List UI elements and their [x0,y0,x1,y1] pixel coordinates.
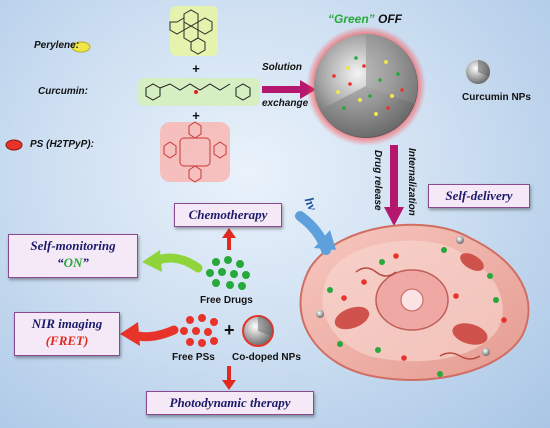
plus-sign: + [224,320,235,340]
chemotherapy-arrow [222,228,236,250]
nir-imaging-box: NIR imaging (FRET) [14,312,120,356]
curcumin-nps-label: Curcumin NPs [462,92,531,103]
perylene-label: Perylene: [34,40,80,51]
light-arrow [295,211,336,255]
on-word: ON [63,255,83,270]
green-off-label: “Green” OFF [328,12,402,26]
internalization-arrow [384,145,404,226]
on-quote-close: ” [82,255,89,270]
curcumin-nanoparticle-icon [306,26,426,146]
porphyrin-molecule-icon [160,121,230,183]
free-drugs-cluster [206,256,250,290]
small-nanoparticle-icon [466,59,491,84]
nir-imaging-title: NIR imaging [31,316,103,331]
self-monitoring-box: Self-monitoring “ON” [8,234,138,278]
fret-label: (FRET) [45,333,89,348]
codoped-nanoparticle-icon [242,315,274,347]
on-quote-open: “ [57,255,64,270]
nir-imaging-arrow [120,322,179,346]
drug-release-label: Drug release [372,150,383,211]
chemotherapy-box: Chemotherapy [174,203,282,227]
svg-text:+: + [192,61,200,76]
free-ps-label: Free PSs [172,352,215,363]
perylene-pill-icon [71,41,91,53]
on-line: “ON” [9,254,137,271]
free-drugs-label: Free Drugs [200,295,253,306]
internalization-label: Internalization [406,148,417,216]
self-delivery-box: Self-delivery [428,184,530,208]
ps-label: PS (H2TPyP): [30,139,94,150]
curcumin-molecule-icon [138,78,260,106]
curcumin-label: Curcumin: [38,86,88,97]
ps-pill-icon [5,139,23,151]
svg-text:+: + [192,108,200,123]
codoped-nps-label: Co-doped NPs [232,352,301,363]
green-off-word: “Green” [328,12,375,26]
solution-exchange-line1: Solution [262,62,302,73]
solution-exchange-line2: exchange [262,98,309,109]
perylene-molecule-icon [169,6,218,56]
green-off-suffix: OFF [374,12,403,26]
cell-illustration [299,223,530,381]
free-ps-cluster [180,314,218,347]
self-monitoring-arrow [142,250,203,273]
photodynamic-therapy-box: Photodynamic therapy [146,391,314,415]
self-monitoring-title: Self-monitoring [30,238,116,253]
photodynamic-arrow [222,366,236,390]
